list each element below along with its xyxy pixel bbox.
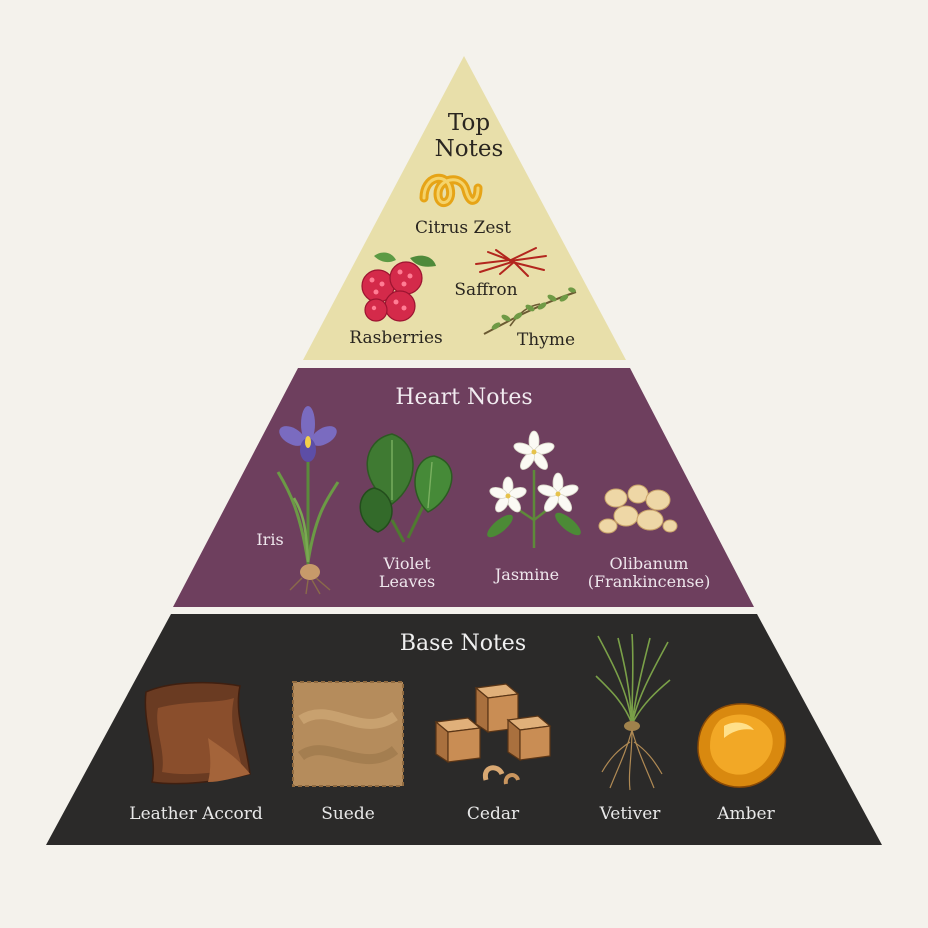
olibanum-label: Olibanum (Frankincense) bbox=[587, 554, 711, 592]
leather-icon bbox=[144, 681, 251, 785]
iris-icon bbox=[276, 406, 340, 595]
raspberries-icon bbox=[361, 252, 436, 322]
violet-leaves-icon bbox=[359, 433, 453, 543]
cedar-label: Cedar bbox=[466, 804, 520, 824]
citrus-zest-label: Citrus Zest bbox=[415, 218, 511, 238]
top-notes-title-line1: Top bbox=[447, 110, 491, 136]
top-notes-title-line2: Notes bbox=[434, 136, 504, 163]
raspberries-label: Rasberries bbox=[349, 328, 443, 348]
thyme-label: Thyme bbox=[516, 330, 576, 350]
olibanum-label-line1: Olibanum bbox=[609, 554, 689, 573]
olibanum-icon bbox=[598, 484, 678, 534]
heart-notes-tier bbox=[173, 368, 754, 607]
citrus-zest-icon bbox=[419, 173, 483, 207]
amber-icon bbox=[697, 703, 787, 788]
leather-accord-label: Leather Accord bbox=[129, 804, 263, 824]
heart-notes-title: Heart Notes bbox=[395, 385, 533, 410]
suede-label: Suede bbox=[321, 804, 375, 824]
suede-icon bbox=[292, 681, 404, 787]
amber-label: Amber bbox=[717, 804, 775, 824]
saffron-icon bbox=[475, 247, 547, 277]
vetiver-label: Vetiver bbox=[599, 804, 661, 824]
iris-label: Iris bbox=[256, 530, 284, 549]
jasmine-label: Jasmine bbox=[494, 565, 560, 584]
top-notes-title: Top Notes bbox=[435, 110, 504, 163]
saffron-label: Saffron bbox=[454, 280, 518, 300]
violet-leaves-label: Violet Leaves bbox=[378, 554, 436, 592]
jasmine-icon bbox=[487, 430, 581, 548]
base-notes-title: Base Notes bbox=[399, 631, 527, 656]
thyme-icon bbox=[483, 287, 577, 335]
olibanum-label-line2: (Frankincense) bbox=[587, 572, 711, 592]
cedar-icon bbox=[434, 683, 552, 785]
vetiver-icon bbox=[595, 633, 671, 791]
violet-label-line1: Violet bbox=[383, 554, 431, 573]
violet-label-line2: Leaves bbox=[378, 572, 436, 592]
